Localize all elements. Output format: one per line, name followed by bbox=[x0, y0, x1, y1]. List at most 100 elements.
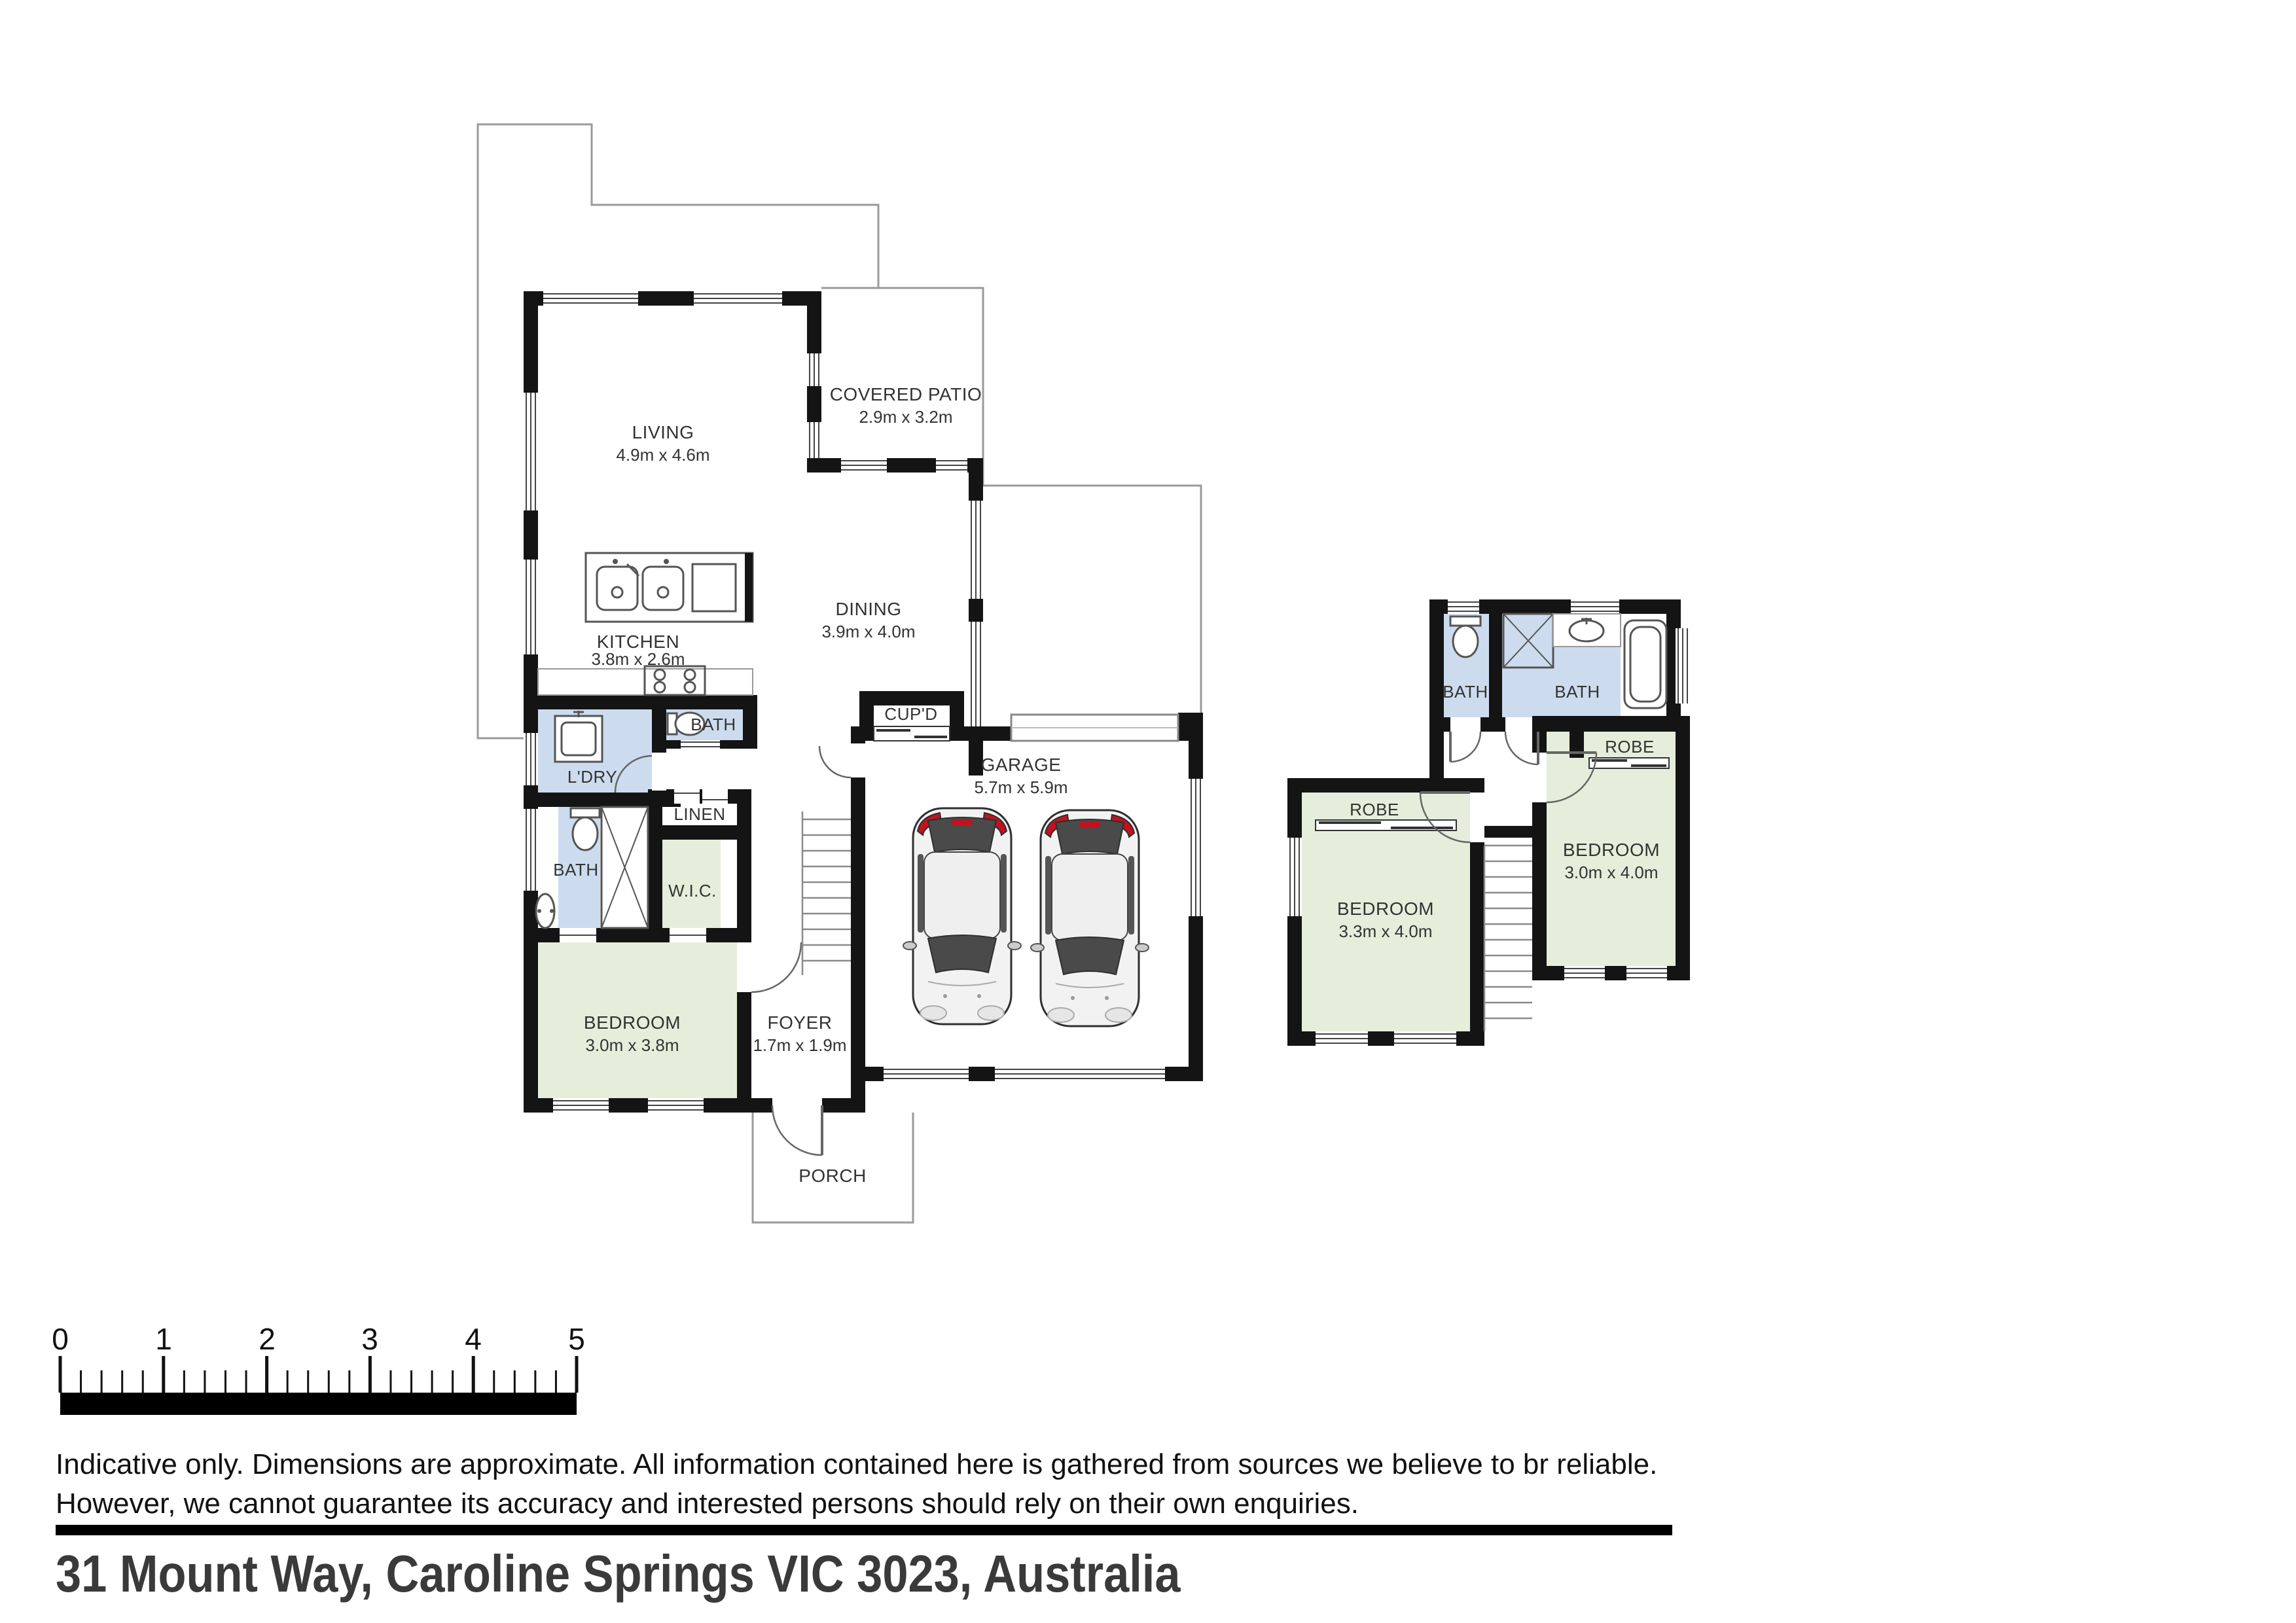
upper-bath-small-label: BATH bbox=[1443, 682, 1488, 702]
vanity-sink-icon bbox=[535, 893, 556, 929]
wic-label: W.I.C. bbox=[668, 881, 717, 901]
door-gap bbox=[851, 743, 865, 777]
sliding-door bbox=[702, 789, 728, 804]
window bbox=[524, 560, 538, 654]
dining-label: DINING bbox=[836, 599, 902, 619]
bedroom-left-dims: 3.3m x 4.0m bbox=[1338, 921, 1432, 941]
upper-floor-room-fills bbox=[1302, 613, 1676, 1031]
door-swing bbox=[614, 755, 653, 793]
divider-bar bbox=[56, 1525, 1672, 1535]
bedroom-dims: 3.0m x 3.8m bbox=[585, 1035, 679, 1055]
dishwasher-icon bbox=[691, 563, 737, 613]
laundry-label: L'DRY bbox=[567, 767, 617, 787]
scale-number: 1 bbox=[155, 1322, 172, 1356]
window bbox=[681, 740, 720, 749]
window bbox=[884, 1067, 969, 1081]
bedroom-right-label: BEDROOM bbox=[1563, 840, 1660, 860]
foyer-label: FOYER bbox=[768, 1012, 833, 1033]
robe-right-label: ROBE bbox=[1605, 737, 1655, 757]
scale-bar: 0 1 2 3 4 5 bbox=[52, 1322, 585, 1415]
sliding-door bbox=[674, 789, 700, 804]
ground-floor-windows bbox=[524, 291, 1203, 1113]
powder-bath-label: BATH bbox=[691, 715, 736, 734]
window bbox=[1394, 1031, 1456, 1046]
window bbox=[553, 1098, 609, 1113]
window bbox=[995, 1067, 1165, 1081]
window bbox=[1316, 1031, 1368, 1046]
window bbox=[969, 501, 983, 599]
garage-dims: 5.7m x 5.9m bbox=[974, 777, 1067, 797]
door-gap bbox=[1470, 793, 1484, 842]
window bbox=[807, 353, 821, 386]
robe-left-label: ROBE bbox=[1350, 800, 1399, 819]
door-swing bbox=[818, 745, 852, 779]
shower-icon bbox=[600, 806, 649, 929]
opening bbox=[670, 928, 706, 942]
window bbox=[1189, 779, 1203, 916]
bedroom-right-dims: 3.0m x 4.0m bbox=[1564, 863, 1658, 882]
window bbox=[969, 622, 983, 726]
disclaimer-line-1: Indicative only. Dimensions are approxim… bbox=[56, 1448, 1657, 1480]
bedroom-left-label: BEDROOM bbox=[1337, 899, 1434, 919]
main-bath-label: BATH bbox=[553, 860, 598, 880]
car-icon bbox=[902, 807, 1022, 1026]
toilet-icon bbox=[569, 807, 601, 851]
door-swing bbox=[1546, 751, 1598, 804]
kitchen-sink-icon bbox=[596, 559, 685, 611]
window bbox=[807, 422, 821, 458]
vanity-sink-icon bbox=[1552, 613, 1621, 647]
scale-number: 0 bbox=[52, 1322, 69, 1356]
toilet-icon bbox=[1449, 615, 1482, 658]
upper-bedroom-right-area bbox=[1547, 730, 1676, 966]
door-swings-upper bbox=[1419, 731, 1598, 844]
upper-bedroom-left-area bbox=[1302, 793, 1470, 1031]
door-swings-ground bbox=[614, 745, 852, 1156]
robe-sliding-doors bbox=[1315, 757, 1670, 831]
wic-area bbox=[662, 840, 721, 928]
kitchen-dims: 3.8m x 2.6m bbox=[591, 649, 685, 669]
porch-label: PORCH bbox=[798, 1166, 867, 1186]
ground-floor-labels: LIVING 4.9m x 4.6m COVERED PATIO 2.9m x … bbox=[553, 384, 1067, 1186]
kitchen-counter bbox=[537, 665, 753, 696]
cupboard-sliding-door bbox=[873, 726, 950, 741]
window bbox=[1571, 599, 1619, 614]
disclaimer-line-2: However, we cannot guarantee its accurac… bbox=[56, 1488, 1359, 1520]
covered-patio-dims: 2.9m x 3.2m bbox=[859, 407, 952, 427]
kitchen-label: KITCHEN bbox=[597, 632, 679, 652]
bathtub-icon bbox=[1623, 619, 1668, 709]
door-swing bbox=[1504, 731, 1539, 766]
porch-outline bbox=[751, 1113, 914, 1224]
staircase-upper bbox=[1483, 844, 1532, 1031]
window bbox=[1626, 966, 1667, 980]
door-swing bbox=[751, 942, 802, 993]
scale-bar-ticks bbox=[58, 1356, 579, 1393]
window bbox=[1676, 628, 1690, 704]
covered-patio-label: COVERED PATIO bbox=[830, 384, 982, 404]
window bbox=[1448, 599, 1479, 614]
scale-number: 4 bbox=[465, 1322, 482, 1356]
staircase-ground bbox=[801, 812, 851, 975]
window bbox=[936, 458, 967, 473]
opening bbox=[560, 928, 596, 942]
toilet-icon bbox=[666, 711, 706, 736]
scale-number: 3 bbox=[361, 1322, 378, 1356]
door-swing bbox=[1419, 791, 1471, 844]
foyer-dims: 1.7m x 1.9m bbox=[753, 1035, 846, 1055]
stove-icon bbox=[643, 665, 706, 696]
window bbox=[524, 809, 538, 891]
window bbox=[1564, 966, 1605, 980]
upper-floor-labels: BATH BATH ROBE ROBE BEDROOM 3.3m x 4.0m … bbox=[1337, 682, 1660, 941]
window bbox=[841, 458, 887, 473]
window bbox=[543, 291, 638, 306]
window bbox=[524, 393, 538, 510]
window bbox=[694, 291, 782, 306]
window bbox=[648, 1098, 704, 1113]
scale-number: 2 bbox=[259, 1322, 276, 1356]
cupboard-label: CUP'D bbox=[884, 704, 937, 724]
garage-label: GARAGE bbox=[981, 755, 1062, 775]
bedroom-area bbox=[538, 942, 737, 1098]
window bbox=[524, 733, 538, 785]
car-icon bbox=[1030, 809, 1150, 1027]
scale-bar-body bbox=[60, 1393, 577, 1415]
